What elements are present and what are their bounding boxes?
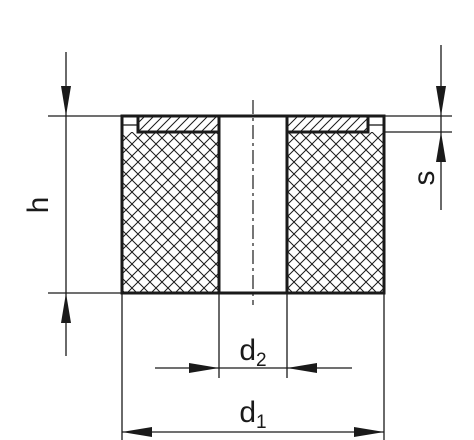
inner-diameter-dimension: d2 — [155, 293, 352, 378]
metal-plate-right — [287, 117, 368, 132]
rubber-left-section — [122, 132, 219, 293]
plate-edge-left — [136, 116, 219, 134]
plate-edge-right — [287, 116, 370, 134]
outer-diameter-label: d1 — [239, 396, 266, 433]
outer-diameter-dimension: d1 — [121, 293, 385, 440]
height-dimension: h — [22, 52, 122, 356]
inner-diameter-label: d2 — [239, 334, 266, 371]
rubber-right-section — [287, 132, 384, 293]
height-label: h — [22, 197, 55, 214]
thickness-dimension: s — [384, 45, 452, 210]
metal-plate-left — [138, 117, 219, 132]
part-section — [120, 100, 386, 305]
thickness-label: s — [408, 171, 441, 186]
